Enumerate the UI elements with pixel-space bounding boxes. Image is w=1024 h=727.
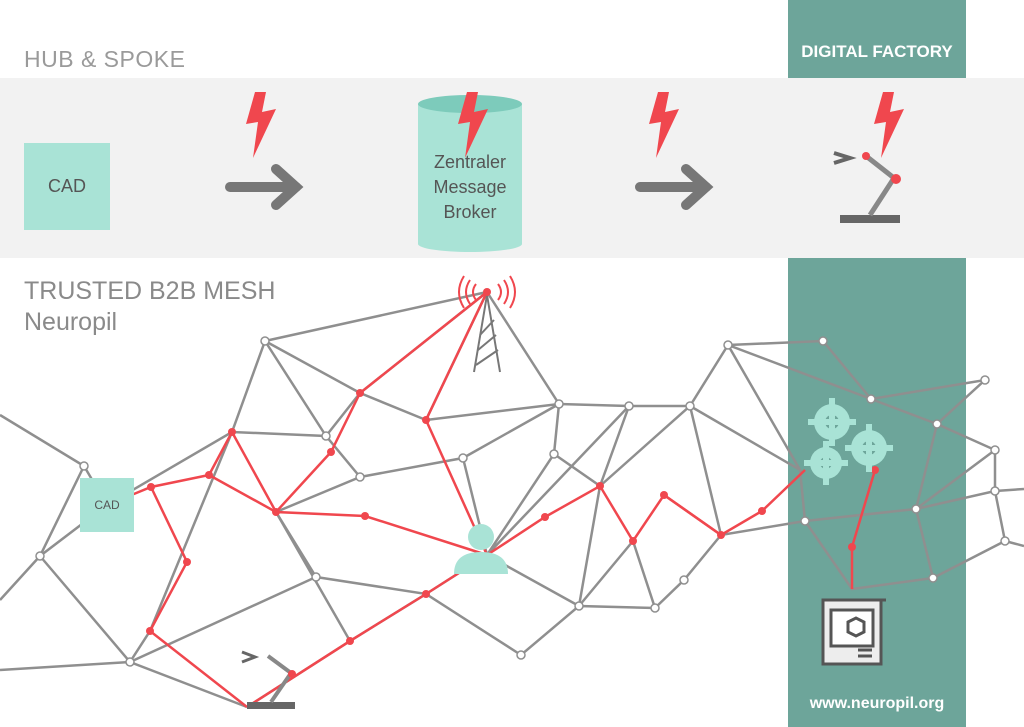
cad-box: CAD	[24, 143, 110, 230]
broker-label: Zentraler Message Broker	[418, 150, 522, 225]
mesh-title-line1: TRUSTED B2B MESH	[24, 277, 276, 305]
arrow-right-icon	[635, 164, 714, 210]
website-link[interactable]: www.neuropil.org	[809, 695, 945, 712]
digital-factory-title: DIGITAL FACTORY	[801, 42, 953, 61]
mesh-title-line2: Neuropil	[24, 308, 118, 336]
robot-arm-icon	[833, 151, 901, 223]
mesh-red-nodes	[146, 389, 879, 645]
robot-arm-small-icon	[241, 650, 296, 709]
mesh-title: TRUSTED B2B MESH Neuropil	[24, 276, 275, 338]
hub-spoke-title: HUB & SPOKE	[24, 46, 186, 72]
lightning-icon	[246, 92, 276, 158]
lightning-icon	[458, 92, 488, 158]
lightning-icon	[874, 92, 904, 158]
broker-label-line: Message	[433, 177, 507, 197]
mesh-gray-nodes	[35, 336, 1010, 667]
arrow-right-icon	[225, 164, 304, 210]
gears-icon	[804, 398, 893, 485]
lightning-icon	[649, 92, 679, 158]
user-icon	[454, 524, 508, 574]
broker-label-line: Zentraler	[433, 152, 507, 172]
broker-label-line: Broker	[443, 202, 497, 222]
3d-printer-icon	[821, 598, 886, 666]
factory-band-overlay	[788, 78, 966, 258]
antenna-tower-icon	[458, 275, 516, 373]
mesh-cad-box: CAD	[80, 478, 134, 532]
